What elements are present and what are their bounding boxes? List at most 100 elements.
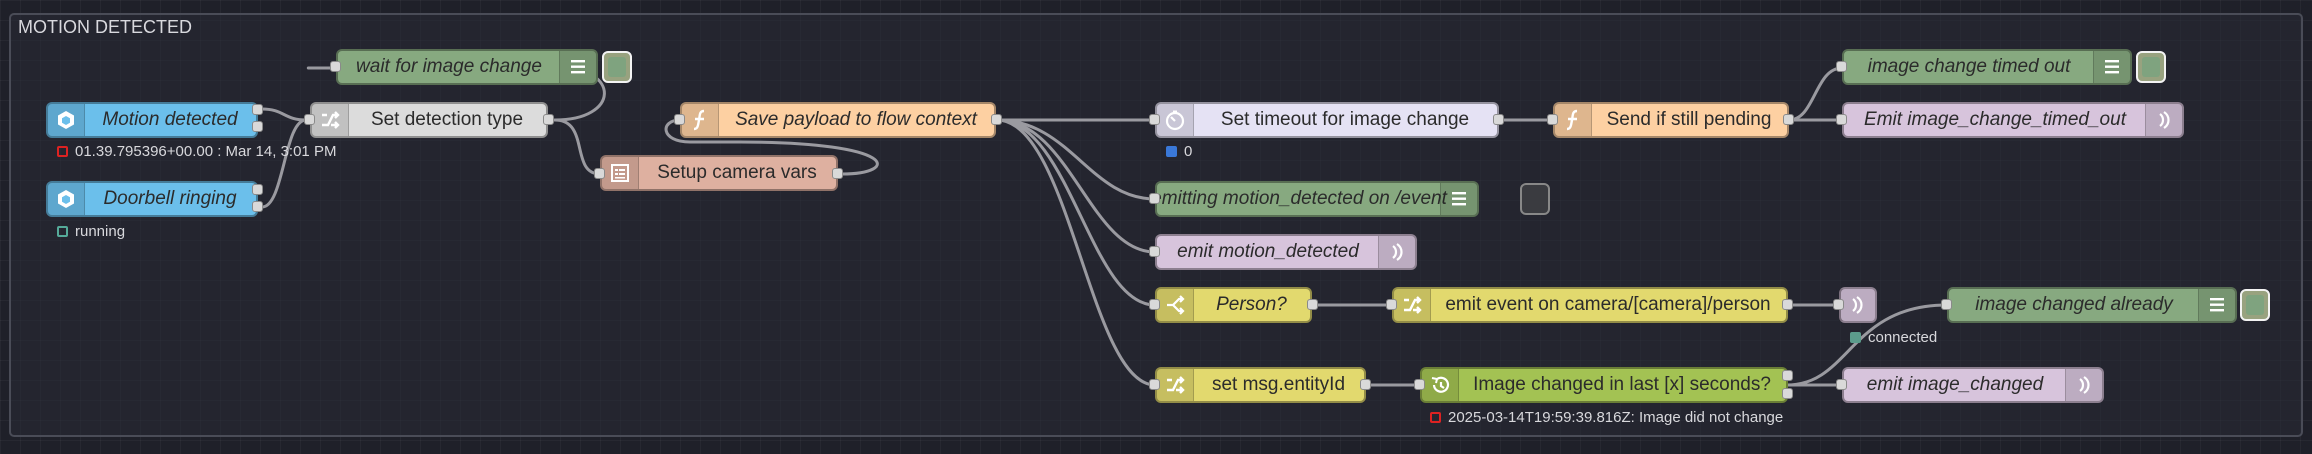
node-emit-image-change-timed-out[interactable]: Emit image_change_timed_out xyxy=(1842,102,2184,138)
input-port[interactable] xyxy=(1149,246,1160,257)
input-port[interactable] xyxy=(1149,299,1160,310)
input-port[interactable] xyxy=(330,61,341,72)
input-port[interactable] xyxy=(1547,114,1558,125)
node-emit-event-camera[interactable]: emit event on camera/[camera]/person xyxy=(1392,287,1788,323)
wire xyxy=(260,107,308,122)
output-port[interactable] xyxy=(252,104,263,115)
output-port[interactable] xyxy=(252,121,263,132)
output-port[interactable] xyxy=(1782,299,1793,310)
shuffle-icon xyxy=(312,104,349,136)
node-motion-detected[interactable]: Motion detected xyxy=(46,102,258,138)
input-port[interactable] xyxy=(1149,114,1160,125)
node-set-timeout[interactable]: Set timeout for image change xyxy=(1155,102,1499,138)
input-port[interactable] xyxy=(304,114,315,125)
output-port[interactable] xyxy=(1782,388,1793,399)
list-icon xyxy=(2093,51,2130,83)
link-out-icon xyxy=(1839,289,1875,321)
node-image-change-timed-out[interactable]: image change timed out xyxy=(1842,49,2132,85)
node-wait-for-image-change[interactable]: wait for image change xyxy=(336,49,598,85)
input-port[interactable] xyxy=(594,168,605,179)
output-port[interactable] xyxy=(1782,370,1793,381)
node-doorbell-ringing[interactable]: Doorbell ringing xyxy=(46,181,258,217)
input-port[interactable] xyxy=(1386,299,1397,310)
status-indicator xyxy=(1166,146,1177,157)
input-port[interactable] xyxy=(1833,299,1844,310)
node-label: set msg.entityId xyxy=(1211,374,1346,395)
input-port[interactable] xyxy=(1149,379,1160,390)
node-label: Save payload to flow context xyxy=(735,109,977,130)
wire xyxy=(995,118,1157,387)
node-label: emit motion_detected xyxy=(1177,241,1359,262)
wire xyxy=(1787,66,1844,122)
shuffle-icon xyxy=(1394,289,1431,321)
node-send-if-pending[interactable]: Send if still pending xyxy=(1553,102,1789,138)
node-image-changed-in-last[interactable]: Image changed in last [x] seconds? xyxy=(1420,367,1788,403)
input-port[interactable] xyxy=(1836,114,1847,125)
status-indicator xyxy=(57,226,68,237)
output-port[interactable] xyxy=(252,201,263,212)
node-image-changed-already[interactable]: image changed already xyxy=(1947,287,2237,323)
node-mqtt-out[interactable] xyxy=(1839,287,1877,323)
output-port[interactable] xyxy=(252,184,263,195)
node-emit-motion-detected[interactable]: emit motion_detected xyxy=(1155,234,1417,270)
wire xyxy=(260,118,308,209)
group-label: MOTION DETECTED xyxy=(18,17,192,37)
node-set-detection-type[interactable]: Set detection type xyxy=(310,102,548,138)
input-port[interactable] xyxy=(1149,193,1160,204)
node-save-payload[interactable]: Save payload to flow context xyxy=(680,102,996,138)
input-port[interactable] xyxy=(1414,379,1425,390)
node-set-entityid[interactable]: set msg.entityId xyxy=(1155,367,1366,403)
node-label: Set timeout for image change xyxy=(1220,109,1470,130)
status-indicator xyxy=(1850,332,1861,343)
node-emitting-motion-event[interactable]: emitting motion_detected on /event xyxy=(1151,181,1479,217)
input-port[interactable] xyxy=(1941,299,1952,310)
home-assistant-icon xyxy=(48,183,85,215)
link-out-icon xyxy=(1378,236,1415,268)
debug-toggle-button[interactable] xyxy=(602,51,632,83)
switch-icon xyxy=(1157,289,1194,321)
function-icon xyxy=(1555,104,1592,136)
node-person[interactable]: Person? xyxy=(1155,287,1312,323)
status-motion-detected: 01.39.795396+00.00 : Mar 14, 3:01 PM xyxy=(57,143,336,160)
node-label: emit event on camera/[camera]/person xyxy=(1445,294,1771,315)
wire xyxy=(995,118,1157,201)
function-icon xyxy=(682,104,719,136)
input-port[interactable] xyxy=(674,114,685,125)
node-emit-image-changed[interactable]: emit image_changed xyxy=(1842,367,2104,403)
input-port[interactable] xyxy=(1836,61,1847,72)
node-setup-camera-vars[interactable]: Setup camera vars xyxy=(600,155,838,191)
node-label: Send if still pending xyxy=(1606,109,1772,130)
template-icon xyxy=(602,157,639,189)
link-out-icon xyxy=(2065,369,2102,401)
node-label: emit image_changed xyxy=(1866,374,2044,395)
status-mqtt-out: connected xyxy=(1850,329,1937,346)
status-set-timeout: 0 xyxy=(1166,143,1192,160)
debug-toggle-button[interactable] xyxy=(2136,51,2166,83)
timer-icon xyxy=(1157,104,1194,136)
shuffle-icon xyxy=(1157,369,1194,401)
wire xyxy=(553,118,602,176)
status-indicator xyxy=(1430,412,1441,423)
output-port[interactable] xyxy=(832,168,843,179)
status-doorbell-ringing: running xyxy=(57,223,125,240)
node-label: image change timed out xyxy=(1867,56,2071,77)
list-icon xyxy=(1440,183,1477,215)
status-indicator xyxy=(57,146,68,157)
debug-toggle-button[interactable] xyxy=(1520,183,1550,215)
node-label: Person? xyxy=(1216,294,1287,315)
history-icon xyxy=(1422,369,1459,401)
output-port[interactable] xyxy=(1307,299,1318,310)
output-port[interactable] xyxy=(991,114,1002,125)
debug-toggle-button[interactable] xyxy=(2240,289,2270,321)
node-label: wait for image change xyxy=(356,56,542,77)
list-icon xyxy=(2198,289,2235,321)
output-port[interactable] xyxy=(1360,379,1371,390)
output-port[interactable] xyxy=(543,114,554,125)
list-icon xyxy=(559,51,596,83)
output-port[interactable] xyxy=(1783,114,1794,125)
output-port[interactable] xyxy=(1493,114,1504,125)
home-assistant-icon xyxy=(48,104,85,136)
input-port[interactable] xyxy=(1836,379,1847,390)
node-label: Emit image_change_timed_out xyxy=(1864,109,2126,130)
